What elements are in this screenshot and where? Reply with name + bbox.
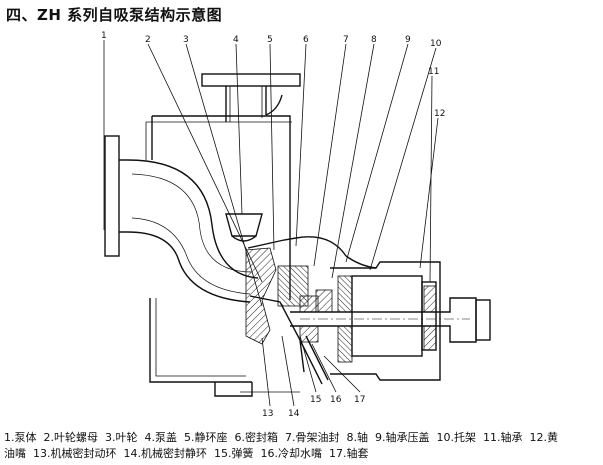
legend-item: 16.冷却水嘴 <box>260 447 323 460</box>
legend-item: 4.泵盖 <box>144 431 178 444</box>
bearing-right <box>423 285 437 313</box>
callout-15: 15 <box>310 395 321 405</box>
callout-5: 5 <box>267 35 273 45</box>
legend-item: 14.机械密封静环 <box>123 447 208 460</box>
callout-16: 16 <box>330 395 342 405</box>
legend-item: 5.静环座 <box>184 431 228 444</box>
legend-line-1: 1.泵体 2.叶轮螺母 3.叶轮 4.泵盖 5.静环座 6.密封箱 7.骨架油封… <box>4 430 600 446</box>
legend-line-2: 油嘴 13.机械密封动环 14.机械密封静环 15.弹簧 16.冷却水嘴 17.… <box>4 446 600 462</box>
inlet-elbow-lower <box>127 231 251 303</box>
callout-14: 14 <box>288 409 300 419</box>
legend-item: 1.泵体 <box>4 431 37 444</box>
leader-lines <box>103 40 439 407</box>
legend-item: 油嘴 <box>4 447 26 460</box>
legend-item: 10.托架 <box>436 431 477 444</box>
callout-2: 2 <box>145 35 151 45</box>
callout-12: 12 <box>434 109 445 119</box>
callout-10: 10 <box>430 39 442 49</box>
legend-item: 13.机械密封动环 <box>33 447 117 460</box>
callout-8: 8 <box>371 35 377 45</box>
callout-6: 6 <box>303 35 309 45</box>
inlet-elbow-upper <box>127 159 259 279</box>
legend-item: 7.骨架油封 <box>285 431 340 444</box>
legend-item: 8.轴 <box>346 431 369 444</box>
bearing-housing <box>330 261 441 381</box>
legend-item: 9.轴承压盖 <box>375 431 430 444</box>
legend-item: 11.轴承 <box>483 431 523 444</box>
legend-item: 12.黄 <box>529 431 559 444</box>
impeller-section <box>245 247 277 345</box>
legend-item: 2.叶轮螺母 <box>43 431 99 444</box>
legend-item: 6.密封箱 <box>234 431 279 444</box>
callout-17: 17 <box>354 395 365 405</box>
diagram-title: 四、ZH 系列自吸泵结构示意图 <box>6 6 223 24</box>
parts-legend: 1.泵体 2.叶轮螺母 3.叶轮 4.泵盖 5.静环座 6.密封箱 7.骨架油封… <box>4 430 600 462</box>
inlet-flange <box>104 135 120 257</box>
callout-3: 3 <box>183 35 189 45</box>
pump-body-bottom <box>149 298 252 383</box>
callout-1: 1 <box>101 31 107 41</box>
callout-11: 11 <box>428 67 439 77</box>
callout-13: 13 <box>262 409 273 419</box>
pump-drawing: 1 2 3 4 5 6 7 8 9 10 11 12 13 14 15 16 1… <box>101 31 491 419</box>
callout-9: 9 <box>405 35 411 45</box>
callout-7: 7 <box>343 35 349 45</box>
outlet-flange <box>201 73 301 87</box>
legend-item: 17.轴套 <box>329 447 369 460</box>
bearing-body <box>351 275 423 357</box>
bearing-left <box>337 275 353 313</box>
legend-item: 15.弹簧 <box>214 447 254 460</box>
pump-base <box>214 382 253 397</box>
legend-item: 3.叶轮 <box>105 431 138 444</box>
pump-body-top <box>152 115 291 262</box>
cooling-nozzle <box>299 335 329 385</box>
callout-4: 4 <box>233 35 239 45</box>
impeller-top <box>225 213 263 237</box>
